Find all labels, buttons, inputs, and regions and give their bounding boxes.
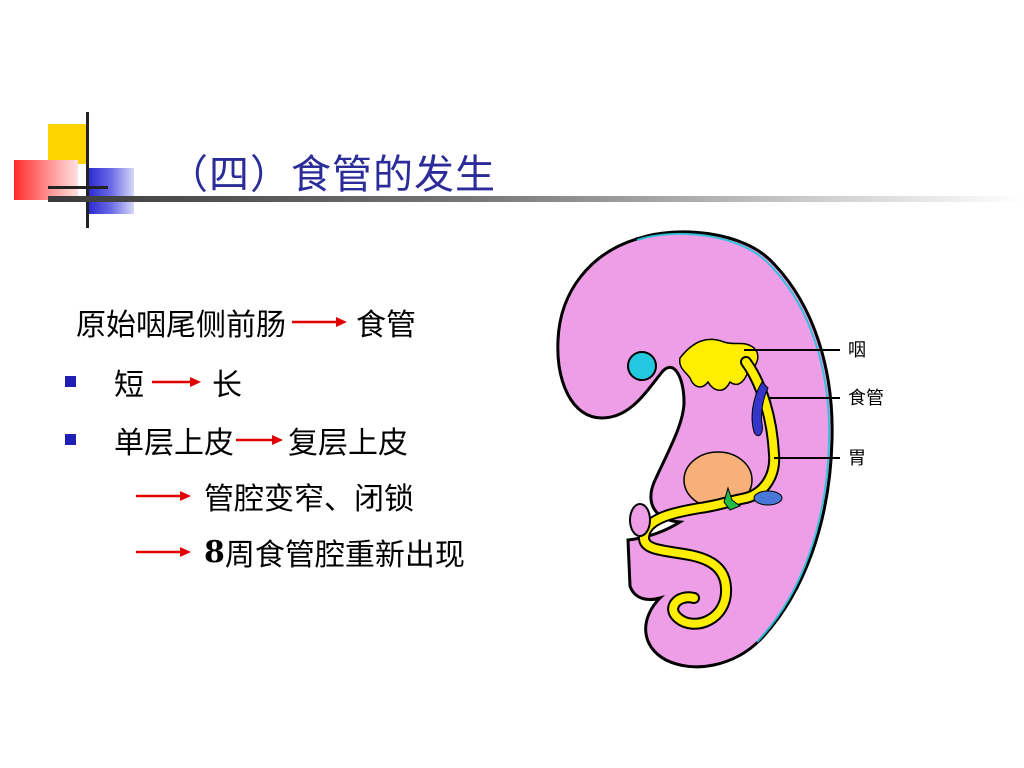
embryo-eye: [627, 351, 657, 381]
bullet-line-1: 短 长: [114, 360, 242, 404]
bullet-marker-1: [65, 376, 76, 387]
bullet-line-2: 单层上皮 复层上皮: [114, 418, 408, 462]
embryo-trachea-bud: [751, 381, 769, 437]
embryo-outline-highlight: [636, 232, 831, 643]
decor-red-square: [14, 160, 78, 200]
intro-arrow: [292, 317, 347, 327]
bullet1-right-text: 长: [212, 368, 242, 403]
bullet-marker-2: [65, 434, 76, 445]
decor-horizontal-line: [48, 186, 108, 189]
decor-yellow-square: [48, 124, 88, 164]
label-esophagus: 食管: [848, 388, 884, 409]
decor-vertical-line: [86, 112, 89, 228]
sub2-number: 8: [204, 534, 225, 570]
embryo-liver-bud: [723, 486, 742, 511]
bullet2-right-text: 复层上皮: [288, 426, 408, 461]
embryo-diagram: 咽 食管 胃: [556, 230, 884, 669]
bullet1-arrow: [152, 377, 201, 387]
intro-right-text: 食管: [356, 308, 416, 343]
decor-blue-square: [88, 168, 134, 214]
label-stomach: 胃: [848, 448, 866, 469]
embryo-cloaca: [629, 503, 651, 537]
embryo-pharynx: [678, 338, 759, 391]
embryo-body: [556, 230, 834, 669]
bullet1-left-text: 短: [114, 368, 144, 403]
sub1-arrow: [136, 491, 191, 501]
intro-left-text: 原始咽尾侧前肠: [76, 308, 286, 343]
slide-title: （四）食管的发生: [168, 152, 496, 198]
sub-line-1: 管腔变窄、闭锁: [134, 474, 414, 518]
label-pharynx: 咽: [848, 340, 866, 361]
title-divider: [48, 196, 1024, 202]
bullet2-arrow: [236, 435, 283, 445]
sub2-arrow: [136, 547, 191, 557]
sub1-text: 管腔变窄、闭锁: [204, 482, 414, 517]
intro-line: 原始咽尾侧前肠 食管: [76, 300, 416, 344]
sub-line-2: 8 周食管腔重新出现: [134, 530, 465, 574]
embryo-pancreas: [753, 490, 783, 506]
bullet2-left-text: 单层上皮: [114, 426, 234, 461]
sub2-text: 周食管腔重新出现: [224, 538, 465, 573]
